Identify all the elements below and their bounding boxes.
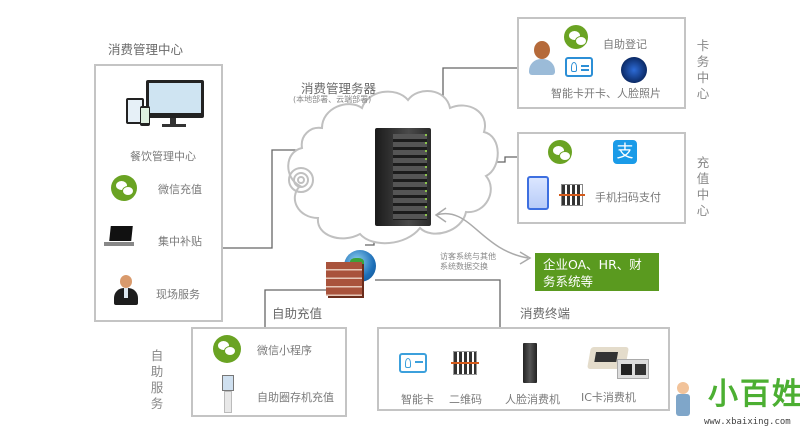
self-recharge-item-label: 自助圈存机充值 <box>257 391 334 404</box>
kiosk-icon <box>222 375 234 415</box>
left-item-label: 集中补贴 <box>158 235 202 248</box>
recharge-center-side-label: 充值中心 <box>696 155 710 218</box>
exchange-arrow-head-left <box>434 207 447 223</box>
smart-card-icon <box>399 353 427 373</box>
terminals-box: 智能卡 二维码 人脸消费机 IC卡消费机 <box>377 327 670 411</box>
staff-person-icon <box>114 275 138 305</box>
exchange-arrow-head-right <box>519 251 532 265</box>
line-card-center <box>442 67 517 110</box>
terminal-label: 人脸消费机 <box>505 393 560 406</box>
left-item-label: 现场服务 <box>156 288 200 301</box>
smart-card-icon <box>565 57 593 77</box>
terminal-label: 二维码 <box>449 393 482 406</box>
qr-code-icon <box>451 351 479 375</box>
device-caption: 餐饮管理中心 <box>130 150 196 163</box>
exchange-note: 访客系统与其他 系统数据交换 <box>440 252 496 272</box>
server-title: 消费管理务器 <box>301 81 377 96</box>
card-center-side-label: 卡务中心 <box>696 38 710 101</box>
self-recharge-box: 微信小程序 自助圈存机充值 <box>191 327 347 417</box>
left-panel-title: 消费管理中心 <box>108 42 184 57</box>
self-recharge-title: 自助充值 <box>272 306 323 321</box>
enterprise-systems-box: 企业OA、HR、财务系统等 <box>535 253 659 291</box>
consumption-management-panel: 餐饮管理中心 微信充值 集中补贴 现场服务 <box>94 64 223 322</box>
user-avatar-icon <box>529 41 555 75</box>
exchange-arrow-curve <box>435 212 529 259</box>
recharge-caption: 手机扫码支付 <box>595 191 661 204</box>
line-self-recharge <box>264 289 330 328</box>
multi-device-icon <box>124 80 206 136</box>
self-register-label: 自助登记 <box>603 38 647 51</box>
wechat-icon <box>213 335 241 363</box>
self-recharge-item-label: 微信小程序 <box>257 344 312 357</box>
mascot-icon <box>674 382 692 418</box>
exchange-note-line1: 访客系统与其他 <box>440 252 496 261</box>
watermark: 小百姓 www.xbaixing.com <box>670 377 800 433</box>
server-subtitle: (本地部署、云端部署) <box>293 95 372 104</box>
server-rack-icon <box>375 128 431 226</box>
face-scan-icon <box>621 57 647 83</box>
left-item-label: 微信充值 <box>158 183 202 196</box>
line-terminals <box>375 279 501 328</box>
qr-code-icon <box>559 184 585 206</box>
alipay-icon: 支 <box>613 140 637 164</box>
card-center-caption: 智能卡开卡、人脸照片 <box>551 87 661 100</box>
watermark-brand: 小百姓 <box>708 377 800 412</box>
terminal-label: IC卡消费机 <box>581 391 636 404</box>
signal-ripple-icon <box>288 167 314 193</box>
wechat-icon <box>111 175 137 201</box>
watermark-url: www.xbaixing.com <box>704 417 791 427</box>
terminal-label: 智能卡 <box>401 393 434 406</box>
ic-card-terminal-icon <box>587 345 649 381</box>
recharge-center-box: 支 手机扫码支付 <box>517 132 686 224</box>
exchange-note-line2: 系统数据交换 <box>440 262 488 271</box>
self-service-side-label: 自助服务 <box>150 348 164 411</box>
firewall-icon <box>326 262 362 296</box>
laptop-icon <box>104 226 134 248</box>
terminals-title: 消费终端 <box>520 306 571 321</box>
mobile-phone-icon <box>527 176 549 210</box>
wechat-icon <box>564 25 588 49</box>
face-terminal-icon <box>523 343 537 383</box>
wechat-icon <box>548 140 572 164</box>
card-center-box: 自助登记 智能卡开卡、人脸照片 <box>517 17 686 109</box>
